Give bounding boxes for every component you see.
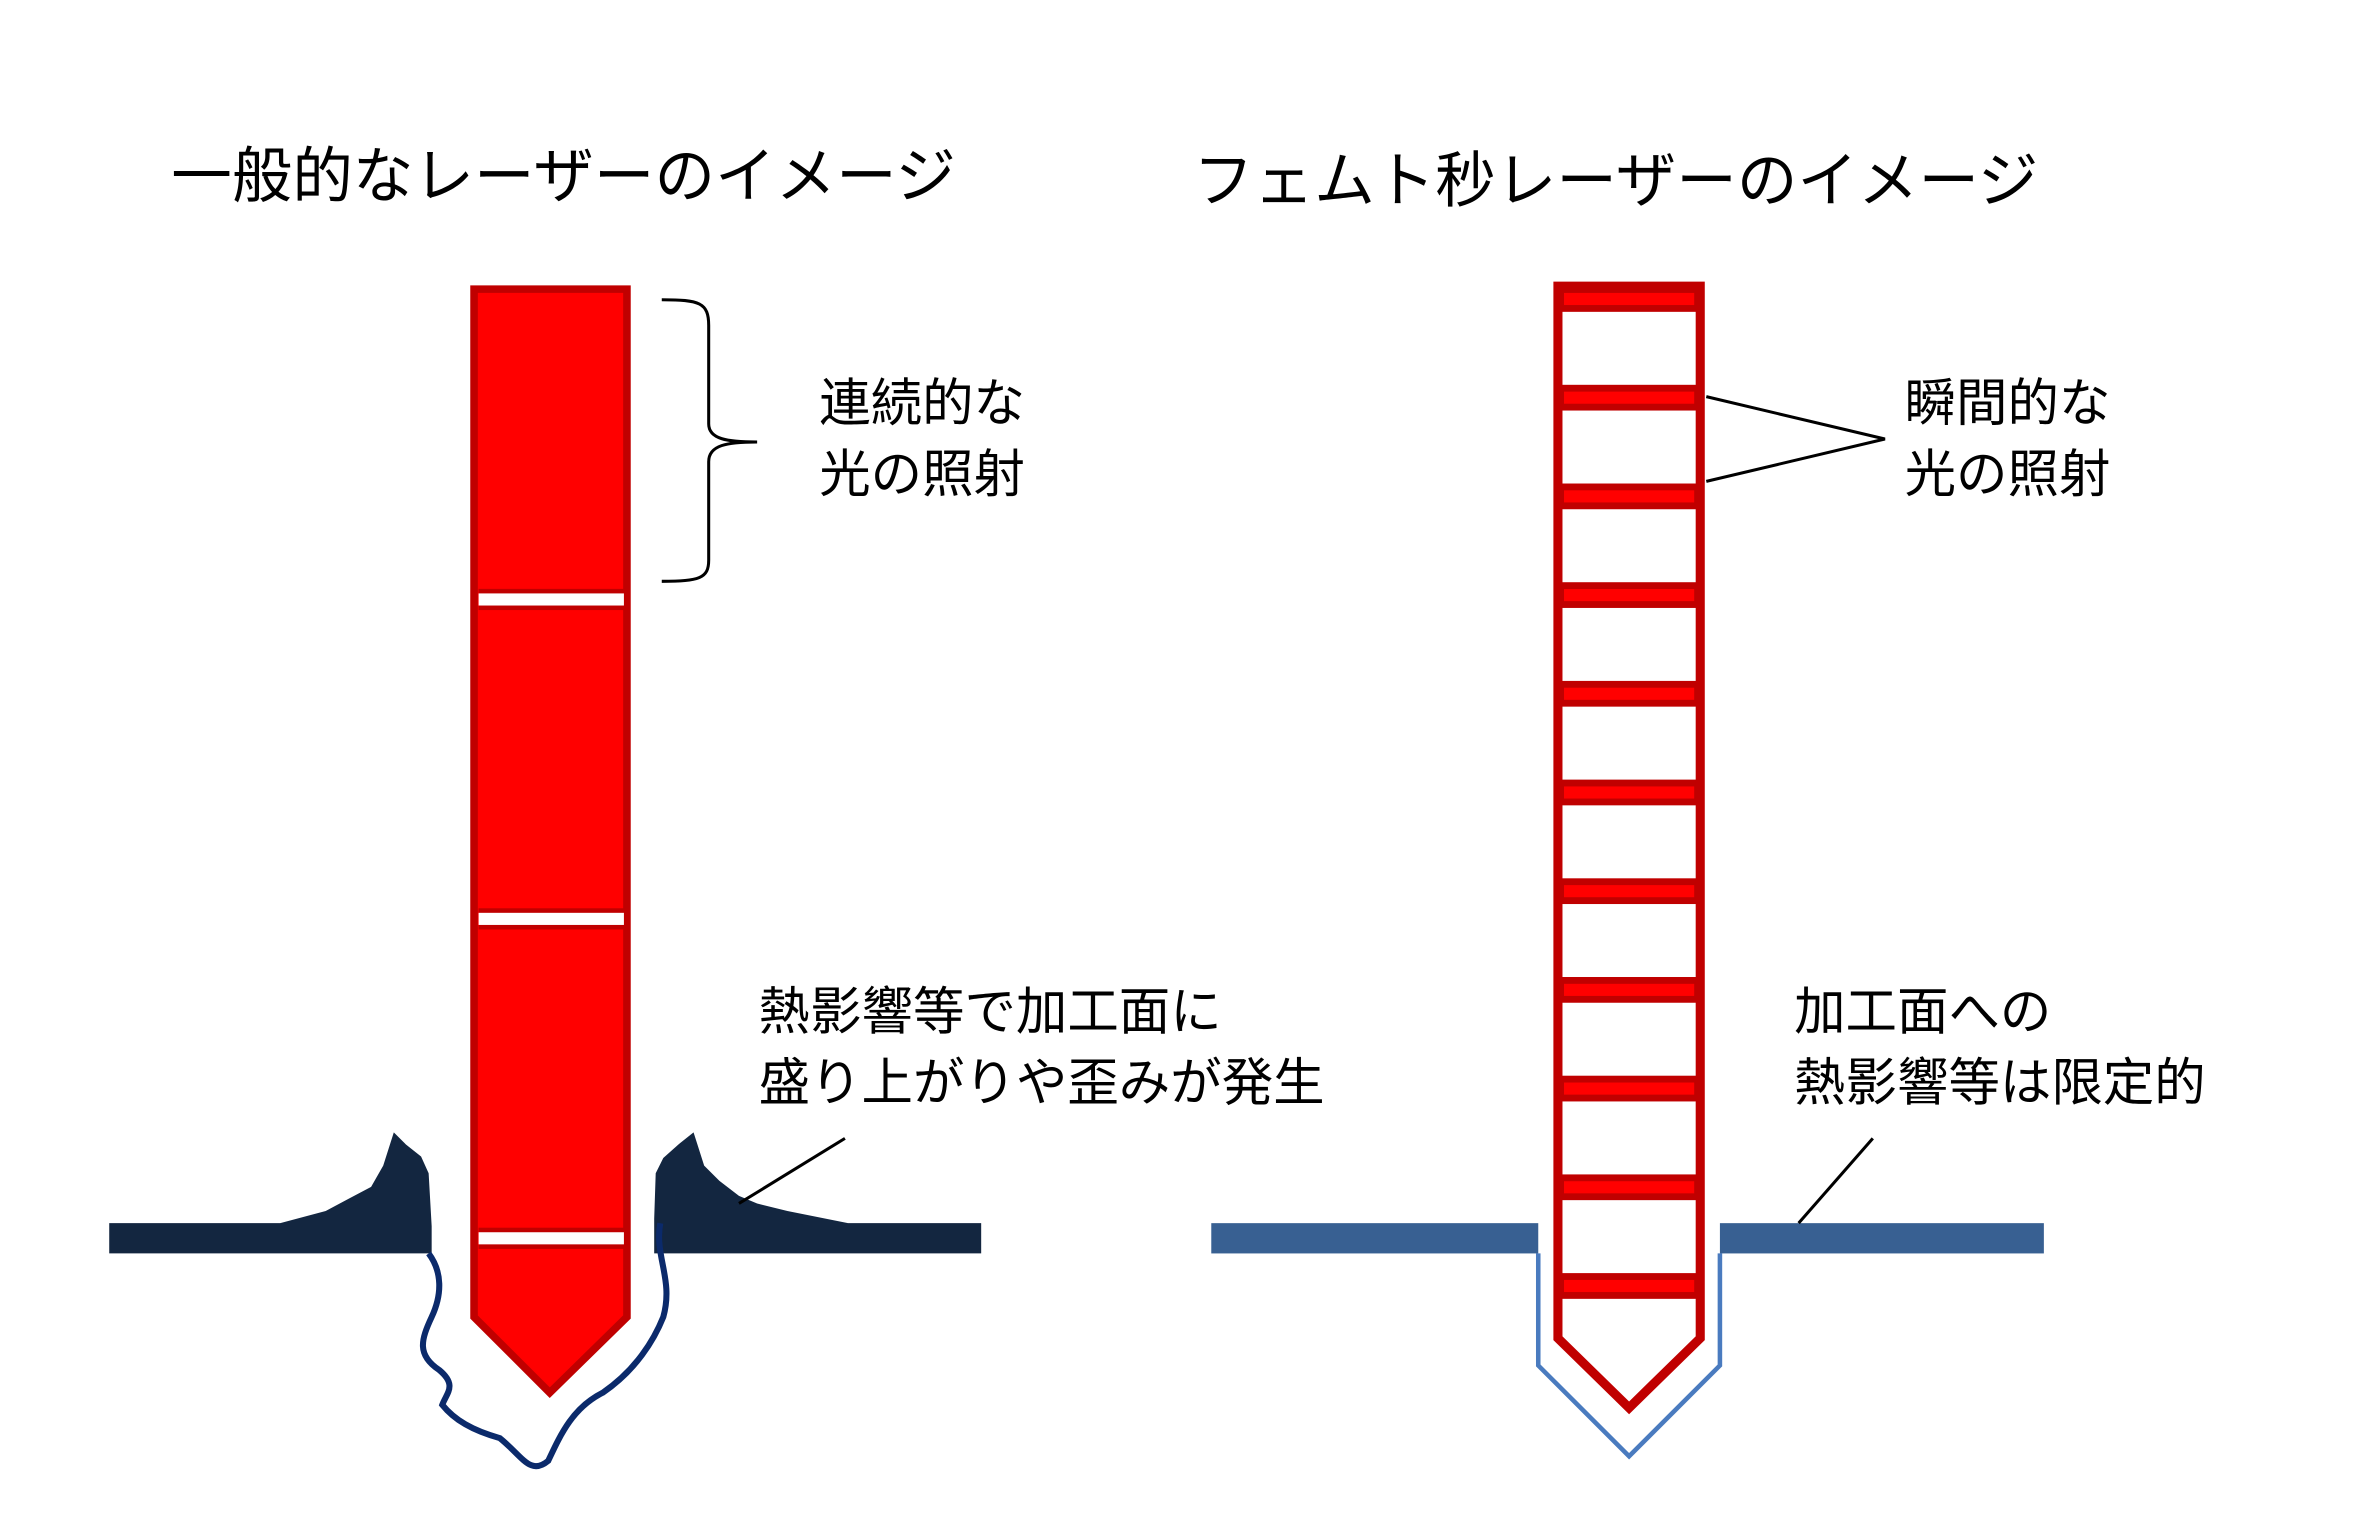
left-beam-label-line2: 光の照射 (819, 445, 1025, 505)
pulse-core (1563, 1082, 1695, 1095)
left-title: 一般的なレーザーのイメージ (171, 142, 956, 212)
left-beam-label-line1: 連続的な (819, 374, 1025, 434)
left-panel: 一般的なレーザーのイメージ 連続的な 光の照射 熱影響等で加工面に 盛り上がりや… (109, 142, 1325, 1470)
right-surface-label-line2: 熱影響等は限定的 (1794, 1054, 2206, 1114)
pulse-core (1563, 786, 1695, 799)
left-surface-label-line2: 盛り上がりや歪みが発生 (759, 1054, 1325, 1114)
left-surface-label-line1: 熱影響等で加工面に (759, 982, 1222, 1042)
callout-lines (1705, 395, 1886, 483)
hole-outline (1535, 1253, 1723, 1460)
pulse-core (1563, 589, 1695, 602)
pulse-core (1563, 885, 1695, 898)
melt-outline (419, 1222, 670, 1470)
pulsed-laser-beam (1553, 281, 1705, 1415)
pulse-core (1563, 1181, 1695, 1194)
callout-line (1797, 1137, 1874, 1225)
pulse-core (1563, 1279, 1695, 1293)
right-panel: フェムト秒レーザーのイメージ 瞬間的な 光の照射 加工面への 熱影響等は限定的 (1193, 146, 2206, 1460)
damaged-surface (109, 1132, 982, 1254)
pulse-core (1563, 983, 1695, 996)
laser-pulses (1557, 286, 1701, 1299)
callout-line (738, 1137, 846, 1205)
pulse-core (1563, 490, 1695, 503)
pulse-core (1563, 292, 1695, 306)
right-surface-label-line1: 加工面への (1794, 982, 2051, 1042)
pulse-core (1563, 687, 1695, 700)
clean-surface-left (1211, 1223, 1539, 1254)
right-title: フェムト秒レーザーのイメージ (1193, 146, 2038, 216)
continuous-laser-beam (470, 285, 631, 1399)
right-beam-label-line1: 瞬間的な (1905, 374, 2111, 434)
beam-gap (478, 593, 624, 606)
pulse-core (1563, 391, 1695, 404)
clean-surface-right (1719, 1223, 2044, 1254)
brace (661, 298, 758, 583)
right-beam-label-line2: 光の照射 (1905, 445, 2111, 505)
beam-gap (478, 912, 624, 925)
beam-gap (478, 1232, 624, 1245)
